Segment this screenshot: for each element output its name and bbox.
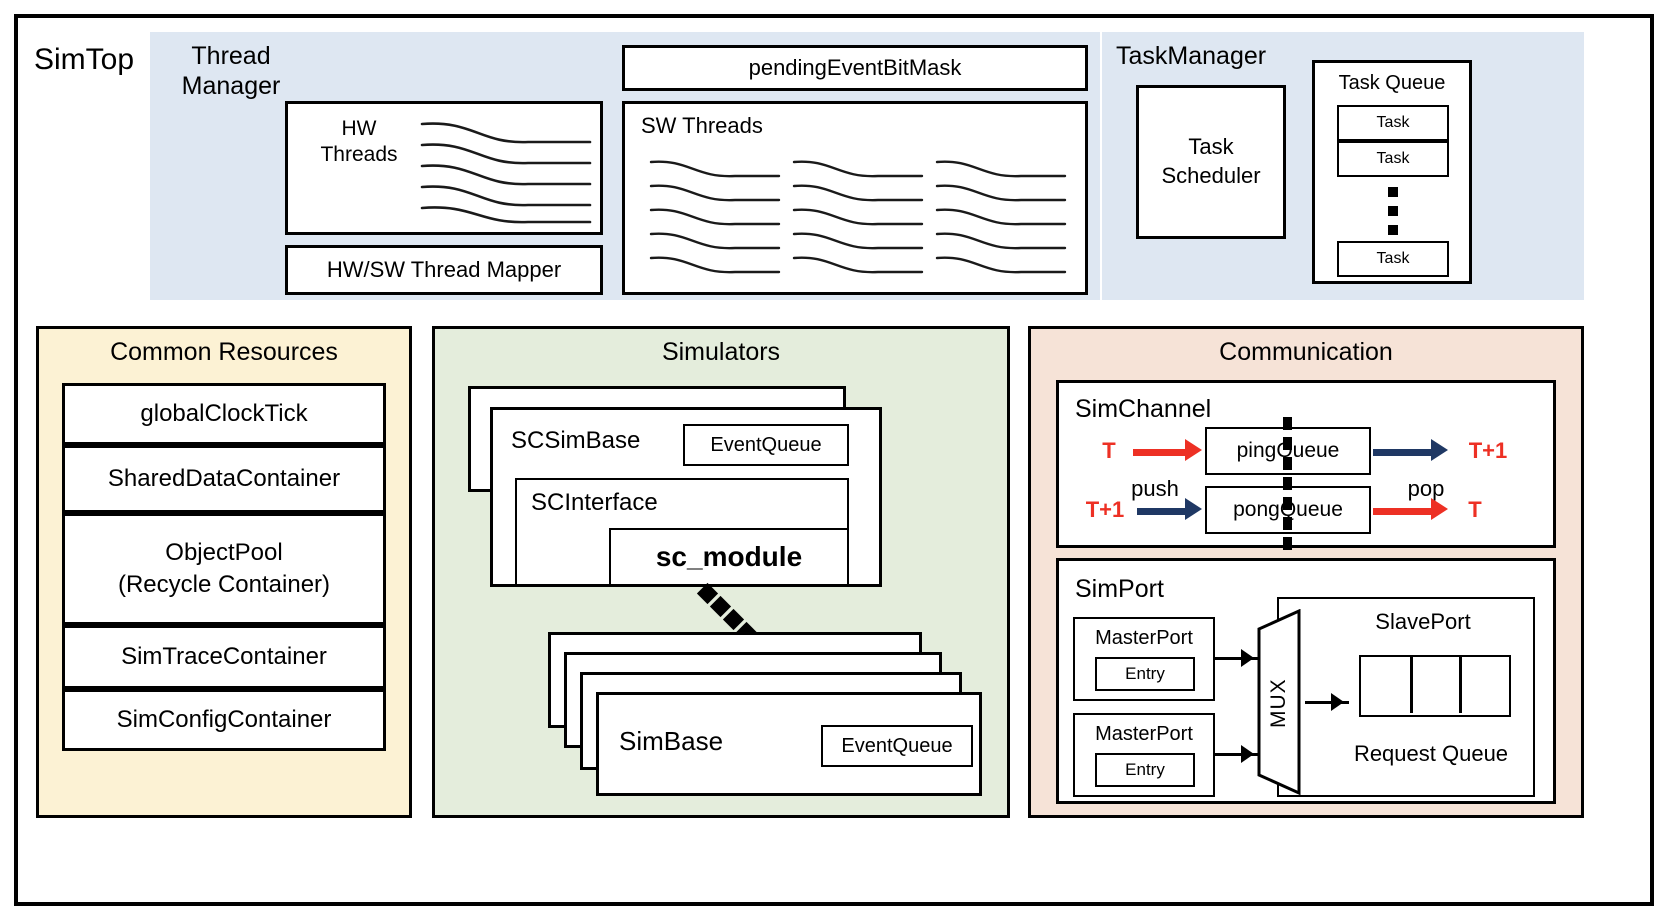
sc-interface-box: SCInterface sc_module: [515, 478, 849, 586]
sc-sim-base-box: SCSimBase EventQueue SCInterface sc_modu…: [490, 407, 882, 587]
master-port-entry-box: Entry: [1095, 753, 1195, 787]
arrow-out-bottom: [1373, 508, 1433, 515]
hw-sw-thread-mapper-box: HW/SW Thread Mapper: [285, 245, 603, 295]
arrow-head-in-top-icon: [1185, 439, 1202, 461]
sim-channel-out-bottom-label: T: [1468, 496, 1482, 522]
simtop-label: SimTop: [34, 43, 135, 77]
mux-label: MUX: [1267, 678, 1290, 728]
list-item: globalClockTick: [62, 383, 386, 445]
list-item: SimTraceContainer: [62, 625, 386, 689]
sc-event-queue-box: EventQueue: [683, 424, 849, 466]
arrow-head-master2-icon: [1241, 745, 1254, 763]
common-resources-list: globalClockTick SharedDataContainer Obje…: [62, 383, 386, 801]
task-scheduler-box: Task Scheduler: [1136, 85, 1286, 239]
sim-port-box: SimPort MasterPort Entry MasterPort Entr…: [1056, 558, 1556, 804]
communication-title: Communication: [1219, 338, 1393, 366]
hw-threads-box: HW Threads: [285, 101, 603, 235]
slave-port-label: SlavePort: [1375, 608, 1471, 634]
request-queue-divider: [1459, 657, 1462, 713]
task-item: Task: [1337, 141, 1449, 177]
arrow-in-top: [1133, 449, 1187, 456]
task-queue-ellipsis-icon: [1388, 187, 1398, 235]
hw-threads-curves: [420, 122, 592, 224]
sim-port-label: SimPort: [1075, 575, 1164, 603]
master-port-box: MasterPort Entry: [1073, 617, 1215, 701]
task-item: Task: [1337, 105, 1449, 141]
master-port-box: MasterPort Entry: [1073, 713, 1215, 797]
mux-shape-icon: [1257, 609, 1301, 795]
sim-base-box: SimBase EventQueue: [596, 692, 982, 796]
arrow-master1-to-mux: [1215, 657, 1259, 660]
hw-threads-label: HW Threads: [320, 117, 398, 167]
arrow-head-out-bottom-icon: [1431, 498, 1448, 520]
push-label: push: [1131, 475, 1179, 501]
common-resources-title: Common Resources: [110, 338, 338, 366]
sw-threads-label: SW Threads: [641, 113, 763, 138]
sw-threads-box: SW Threads: [622, 101, 1088, 295]
sc-sim-base-label: SCSimBase: [511, 427, 641, 454]
pending-event-bitmask-box: pendingEventBitMask: [622, 45, 1088, 91]
task-manager-label: TaskManager: [1116, 42, 1267, 70]
request-queue-box: [1359, 655, 1511, 717]
master-port-entry-box: Entry: [1095, 657, 1195, 691]
list-item: ObjectPool (Recycle Container): [62, 513, 386, 625]
arrow-head-mux-icon: [1331, 693, 1344, 711]
sim-channel-label: SimChannel: [1075, 395, 1212, 423]
arrow-in-bottom: [1137, 508, 1187, 515]
channel-divider-icon: [1283, 417, 1292, 550]
task-queue-label: Task Queue: [1338, 71, 1446, 94]
arrow-mux-to-queue: [1305, 701, 1349, 704]
task-item: Task: [1337, 241, 1449, 277]
list-item: SharedDataContainer: [62, 445, 386, 513]
master-port-label: MasterPort: [1095, 626, 1193, 649]
arrow-out-top: [1373, 449, 1433, 456]
sc-interface-label: SCInterface: [531, 489, 658, 516]
request-queue-label: Request Queue: [1353, 740, 1509, 766]
sim-channel-box: SimChannel T pingQueue T+1 push pop T+1: [1056, 380, 1556, 550]
pop-label: pop: [1407, 475, 1445, 501]
sw-threads-curves: [649, 160, 1067, 274]
slave-port-box: SlavePort Request Queue: [1277, 597, 1535, 797]
arrow-head-in-bottom-icon: [1185, 498, 1202, 520]
simulators-title: Simulators: [661, 338, 781, 366]
arrow-head-out-top-icon: [1431, 439, 1448, 461]
arrow-master2-to-mux: [1215, 753, 1259, 756]
sim-channel-in-bottom-label: T+1: [1085, 496, 1125, 522]
sim-channel-out-top-label: T+1: [1468, 437, 1508, 463]
master-port-label: MasterPort: [1095, 722, 1193, 745]
request-queue-divider: [1410, 657, 1413, 713]
task-queue-box: Task Queue Task Task Task: [1312, 60, 1472, 284]
sc-module-box: sc_module: [609, 528, 849, 586]
list-item: SimConfigContainer: [62, 689, 386, 751]
sim-base-label: SimBase: [619, 726, 724, 756]
sim-event-queue-box: EventQueue: [821, 725, 973, 767]
sim-channel-in-top-label: T: [1102, 437, 1116, 463]
thread-manager-label: Thread Manager: [181, 42, 281, 100]
arrow-head-master1-icon: [1241, 649, 1254, 667]
